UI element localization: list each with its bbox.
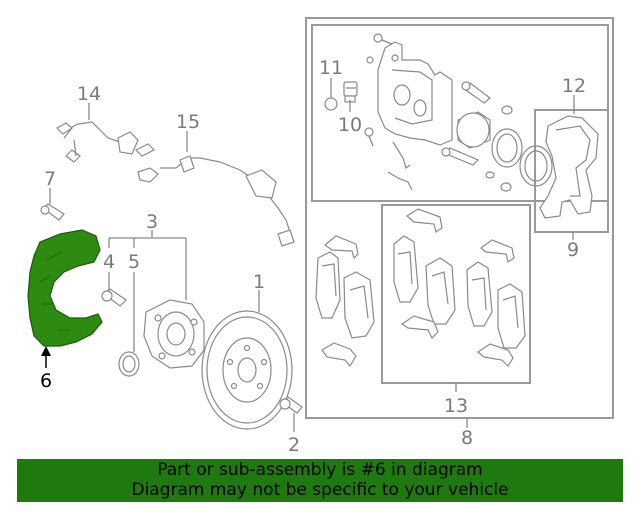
brake-pads-outer bbox=[315, 235, 375, 368]
callout-13: 13 bbox=[444, 395, 468, 417]
callout-8: 8 bbox=[461, 427, 473, 449]
callout-12: 12 bbox=[562, 75, 586, 97]
bleeder-screw bbox=[324, 81, 358, 111]
callout-9: 9 bbox=[567, 239, 579, 261]
banner-line-1: Part or sub-assembly is #6 in diagram bbox=[157, 460, 483, 480]
bracket-subbox bbox=[534, 109, 609, 233]
callout-7: 7 bbox=[44, 168, 56, 190]
callout-14: 14 bbox=[77, 83, 101, 105]
bolt-2 bbox=[279, 396, 303, 414]
shield-detail bbox=[39, 251, 70, 331]
callout-2: 2 bbox=[288, 434, 300, 456]
callout-1: 1 bbox=[253, 271, 265, 293]
callout-15: 15 bbox=[176, 111, 200, 133]
brake-rotor bbox=[201, 310, 293, 430]
bolt-7 bbox=[40, 203, 65, 221]
caliper-bracket bbox=[539, 115, 599, 219]
callout-11: 11 bbox=[319, 57, 343, 79]
callout-6: 6 bbox=[40, 370, 52, 392]
splash-shield bbox=[27, 229, 103, 347]
caliper-body bbox=[366, 33, 453, 146]
callout-10: 10 bbox=[338, 114, 362, 136]
snap-ring bbox=[118, 351, 140, 377]
banner-line-2: Diagram may not be specific to your vehi… bbox=[131, 480, 509, 500]
callout-6-arrow bbox=[41, 346, 51, 368]
brake-pad-kit bbox=[393, 208, 526, 367]
leader-lines bbox=[49, 78, 575, 432]
wheel-speed-sensor bbox=[137, 155, 295, 247]
anti-rattle-clips bbox=[387, 141, 413, 191]
info-banner: Part or sub-assembly is #6 in diagram Di… bbox=[17, 459, 623, 502]
caliper-assembly-box bbox=[305, 17, 614, 419]
piston-and-seals bbox=[456, 111, 553, 187]
guide-pins bbox=[364, 81, 513, 192]
callout-5: 5 bbox=[128, 251, 140, 273]
callout-3: 3 bbox=[146, 211, 158, 233]
abs-sensor-harness bbox=[56, 121, 156, 163]
callout-4: 4 bbox=[103, 251, 115, 273]
hub-bearing bbox=[143, 299, 205, 369]
bolt-4 bbox=[101, 288, 127, 307]
